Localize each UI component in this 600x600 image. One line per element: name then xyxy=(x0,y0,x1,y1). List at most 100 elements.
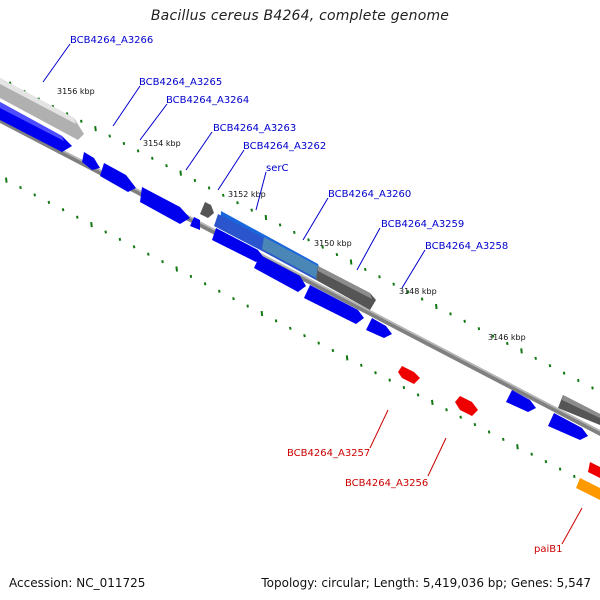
connector-paiB1 xyxy=(561,507,583,545)
scale-tick xyxy=(250,208,253,212)
scale-tick xyxy=(477,327,481,331)
scale-tick xyxy=(548,364,552,368)
gene-bar-A3264[interactable] xyxy=(100,163,136,192)
scale-tick xyxy=(364,267,367,271)
scale-tick xyxy=(246,304,249,308)
genome-title: Bacillus cereus B4264, complete genome xyxy=(150,8,450,24)
gene-bar-A3256b-fwd[interactable] xyxy=(548,413,588,440)
scale-tick xyxy=(104,230,107,234)
scale-tick xyxy=(236,201,239,205)
scale-label: 3148 kbp xyxy=(399,287,437,296)
gene-bar-A3256-fwd[interactable] xyxy=(506,390,536,412)
scale-tick xyxy=(516,444,519,450)
scale-tick xyxy=(94,126,97,132)
scale-tick xyxy=(147,252,150,256)
scale-label: 3152 kbp xyxy=(228,190,266,199)
connector-A3262 xyxy=(217,149,245,191)
scale-ticks-outer xyxy=(9,81,594,390)
scale-label: 3146 kbp xyxy=(488,333,526,342)
gene-label[interactable]: BCB4264_A3260 xyxy=(328,189,411,200)
connector-A3264 xyxy=(139,103,168,141)
scale-tick xyxy=(435,303,438,310)
gene-label[interactable]: BCB4264_A3265 xyxy=(139,77,222,88)
scale-tick xyxy=(534,356,537,360)
gene-bar-A3263[interactable] xyxy=(200,202,214,218)
scale-tick xyxy=(193,178,197,183)
connector-A3259 xyxy=(356,227,381,271)
scale-tick xyxy=(349,259,353,265)
gene-label[interactable]: BCB4264_A3263 xyxy=(213,123,296,134)
scale-tick xyxy=(345,355,349,361)
gene-bar-A3257[interactable] xyxy=(398,366,420,384)
scale-tick xyxy=(189,274,193,279)
scale-tick xyxy=(76,215,79,219)
scale-tick xyxy=(321,245,324,249)
scale-tick xyxy=(203,282,207,286)
connector-A3260 xyxy=(302,197,329,241)
gene-label[interactable]: BCB4264_A3258 xyxy=(425,241,508,252)
scale-tick xyxy=(473,422,477,427)
topology-text: Topology: circular; Length: 5,419,036 bp… xyxy=(261,576,591,590)
scale-tick xyxy=(90,221,93,228)
gene-bar-A3265[interactable] xyxy=(82,152,100,170)
scale-tick xyxy=(19,185,22,190)
gene-bar-A3256[interactable] xyxy=(455,396,478,416)
scale-tick xyxy=(487,430,491,434)
gene-label[interactable]: BCB4264_A3264 xyxy=(166,95,249,106)
gene-label[interactable]: paiB1 xyxy=(534,544,562,555)
connector-A3258 xyxy=(401,249,426,289)
scale-tick xyxy=(530,452,533,456)
scale-tick xyxy=(61,208,65,212)
scale-tick xyxy=(278,223,282,227)
scale-tick xyxy=(573,474,576,479)
scale-tick xyxy=(222,193,225,197)
scale-tick xyxy=(293,230,296,234)
gene-bar-A3258b[interactable] xyxy=(366,318,392,338)
gene-label[interactable]: BCB4264_A3266 xyxy=(70,35,153,46)
gene-bar-paiB1-red[interactable] xyxy=(588,462,600,478)
gene-bar-A3258[interactable] xyxy=(304,285,364,324)
scale-tick xyxy=(406,290,410,294)
gene-label[interactable]: BCB4264_A3257 xyxy=(287,448,370,459)
gene-label[interactable]: BCB4264_A3259 xyxy=(381,219,464,230)
gene-bar-A3259[interactable] xyxy=(254,255,306,292)
gene-bar-A3260-light xyxy=(318,266,372,299)
scale-tick xyxy=(502,437,505,441)
scale-tick xyxy=(558,467,562,471)
scale-tick xyxy=(132,245,136,249)
scale-tick xyxy=(331,348,335,353)
scale-tick xyxy=(544,460,548,464)
connector-A3263 xyxy=(185,131,213,171)
gene-bar-A3264b[interactable] xyxy=(140,187,190,224)
scale-tick xyxy=(491,334,495,338)
scale-tick xyxy=(264,214,268,221)
backbone-highlight xyxy=(0,117,600,432)
scale-tick xyxy=(165,164,168,168)
scale-tick xyxy=(388,378,391,382)
scale-tick xyxy=(274,319,278,323)
gene-bar-paiB1[interactable] xyxy=(576,478,600,500)
gene-bar-A3257-grey-light xyxy=(562,395,600,418)
gene-label[interactable]: BCB4264_A3256 xyxy=(345,478,428,489)
connector-A3257 xyxy=(369,409,389,449)
scale-label: 3150 kbp xyxy=(314,239,352,248)
scale-tick xyxy=(33,193,36,197)
scale-tick xyxy=(449,312,452,316)
scale-ticks-inner xyxy=(5,177,590,486)
gene-bar-A3263b[interactable] xyxy=(190,217,200,230)
scale-tick xyxy=(108,134,111,138)
scale-tick xyxy=(420,297,424,301)
scale-tick xyxy=(317,341,320,345)
scale-tick xyxy=(431,399,434,405)
scale-tick xyxy=(118,237,122,241)
gene-bar-A3262[interactable] xyxy=(212,228,264,262)
scale-tick xyxy=(374,371,377,375)
gene-label[interactable]: serC xyxy=(266,163,288,174)
gene-label[interactable]: BCB4264_A3262 xyxy=(243,141,326,152)
connector-A3256 xyxy=(427,437,447,477)
scale-tick xyxy=(506,341,509,346)
connector-serC xyxy=(255,171,267,211)
connector-A3266 xyxy=(42,43,71,83)
scale-tick xyxy=(122,141,126,146)
scale-tick xyxy=(591,386,594,390)
